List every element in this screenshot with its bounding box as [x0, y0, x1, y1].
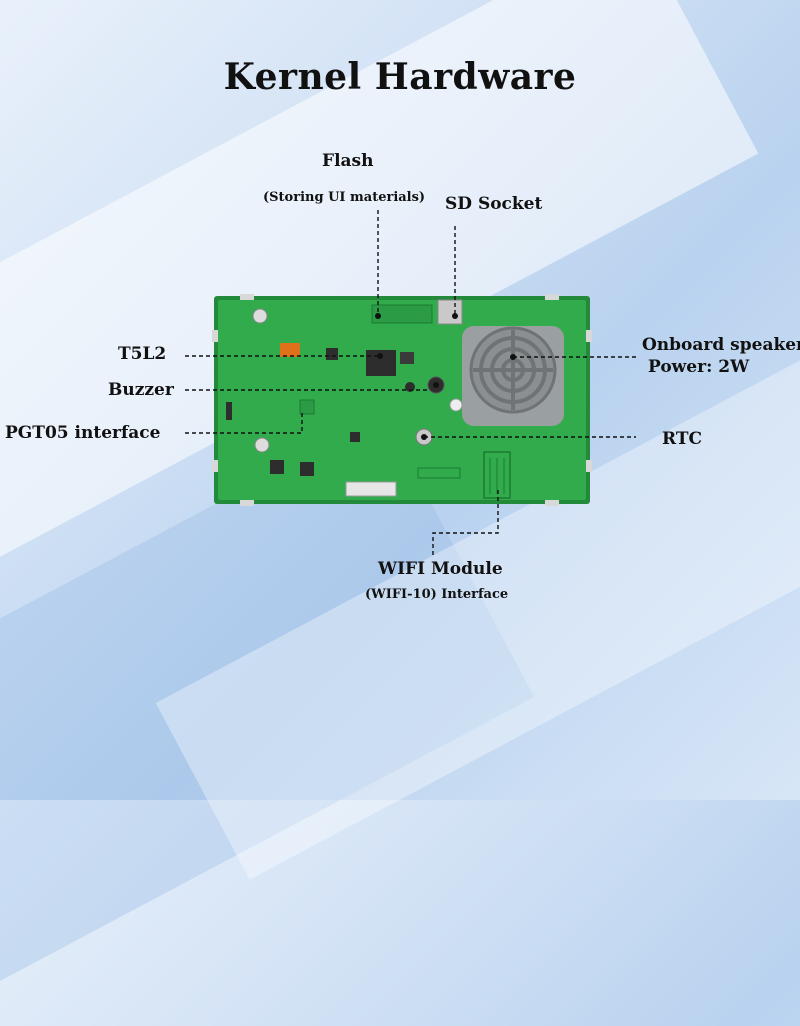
mount-tab [545, 294, 559, 300]
pcb-diagram [185, 210, 636, 557]
capacitor [254, 437, 270, 453]
page-title: Kernel Hardware [223, 56, 577, 98]
mount-tab [212, 460, 218, 472]
sd-socket [437, 299, 463, 325]
target-dot [421, 434, 427, 440]
mount-tab [240, 500, 254, 506]
capacitor [252, 308, 268, 324]
target-dot [433, 382, 439, 388]
ce-marks [417, 467, 461, 479]
label-wifi: WIFI Module [378, 559, 503, 579]
flash-chip [371, 304, 433, 324]
label-sd-socket: SD Socket [445, 194, 543, 214]
ic-chip [270, 460, 284, 474]
bottom-connector [345, 481, 397, 497]
crystal [400, 352, 414, 364]
ic-chip [300, 462, 314, 476]
leader-wifi [432, 490, 499, 557]
target-dot [375, 313, 381, 319]
target-dot [377, 353, 383, 359]
ic-chip [350, 432, 360, 442]
label-rtc: RTC [662, 429, 703, 449]
label-flash: Flash [322, 151, 374, 171]
speaker-connector [449, 398, 463, 412]
mount-tab [240, 294, 254, 300]
label-wifi-sub: (WIFI-10) Interface [365, 587, 509, 602]
leader-pgt05 [185, 410, 303, 434]
label-flash-sub: (Storing UI materials) [263, 190, 426, 205]
target-dot [452, 313, 458, 319]
label-pgt05: PGT05 interface [5, 423, 161, 443]
label-speaker-power: Power: 2W [648, 357, 750, 377]
small-chip [326, 348, 338, 360]
target-dot [510, 354, 516, 360]
side-connector [226, 402, 232, 420]
mount-tab [212, 330, 218, 342]
leader-lines [185, 210, 636, 557]
orange-connector [280, 343, 300, 357]
label-speaker: Onboard speaker [642, 335, 800, 355]
wifi-interface [483, 451, 511, 499]
mount-tab [586, 460, 592, 472]
mount-tab [586, 330, 592, 342]
label-t5l2: T5L2 [118, 344, 167, 364]
mount-tab [545, 500, 559, 506]
label-buzzer: Buzzer [108, 380, 174, 400]
pgt05-interface [299, 399, 315, 415]
